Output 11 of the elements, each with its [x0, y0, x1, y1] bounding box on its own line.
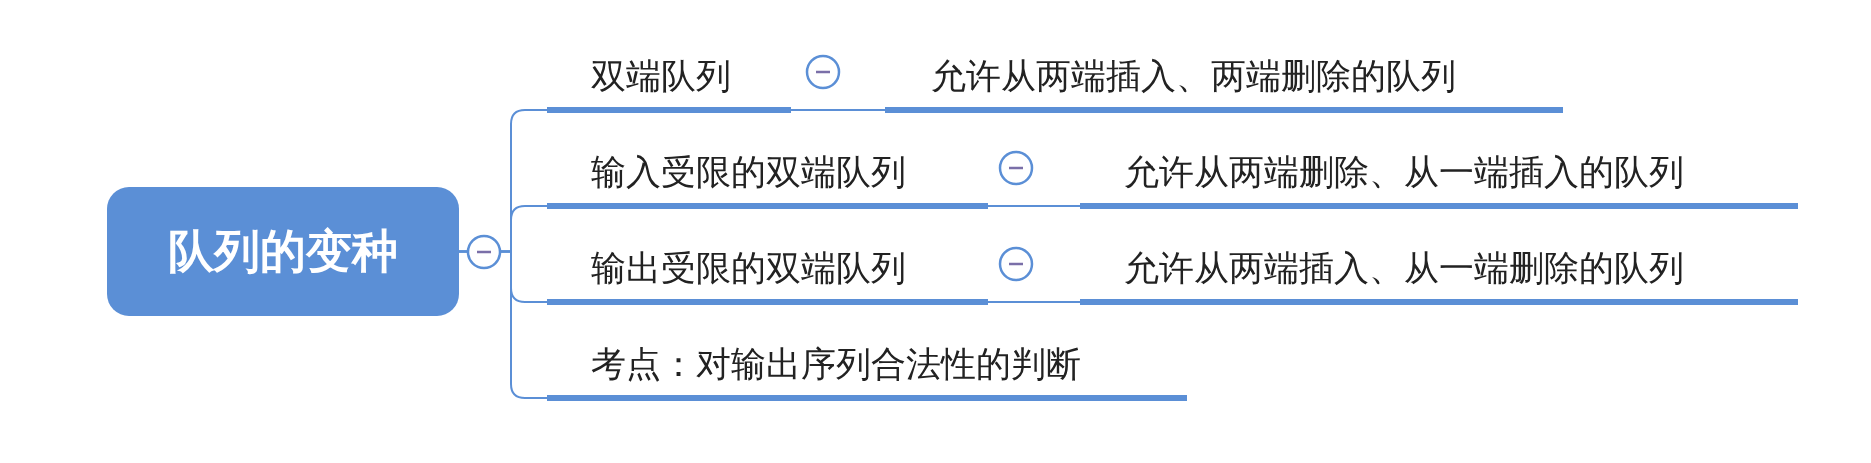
topic-label: 考点：对输出序列合法性的判断 [547, 339, 1187, 401]
connector-line [790, 109, 886, 111]
topic-label: 允许从两端插入、从一端删除的队列 [1080, 243, 1798, 305]
topic-label: 允许从两端插入、两端删除的队列 [885, 51, 1563, 113]
connector-line [987, 205, 1081, 207]
connector-line [987, 301, 1081, 303]
topic-label: 输入受限的双端队列 [547, 147, 988, 209]
topic-label: 输出受限的双端队列 [547, 243, 988, 305]
topic-label: 允许从两端删除、从一端插入的队列 [1080, 147, 1798, 209]
central-topic-box: 队列的变种 [107, 187, 459, 316]
topic-label: 双端队列 [547, 51, 791, 113]
